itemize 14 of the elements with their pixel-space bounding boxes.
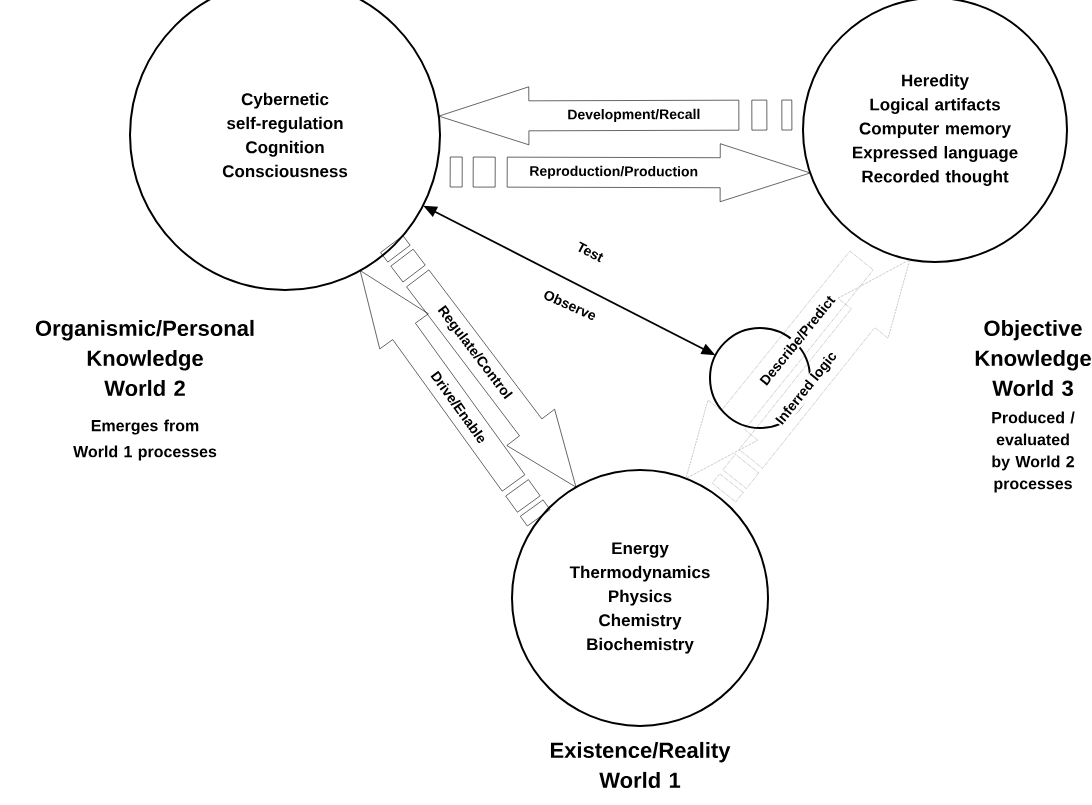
block-arrow [685,250,874,479]
block-arrow [406,269,577,488]
world-note: Produced / evaluated by World 2 processes [992,411,1075,493]
world-note: Emerges from World 1 processes [73,419,217,461]
edge-label: Reproduction/Production [528,164,700,181]
edge-label: Development/Recall [566,107,702,124]
block-arrow [438,86,740,146]
block-arrow [738,259,911,469]
world-heading: Existence/Reality World 1 [551,741,731,789]
block-arrow [506,143,811,203]
world-heading: Organismic/Personal Knowledge World 2 [35,319,254,397]
block-arrow [359,270,526,492]
edge-label: Test [578,241,604,263]
world-heading: Objective Knowledge World 3 [975,319,1091,397]
